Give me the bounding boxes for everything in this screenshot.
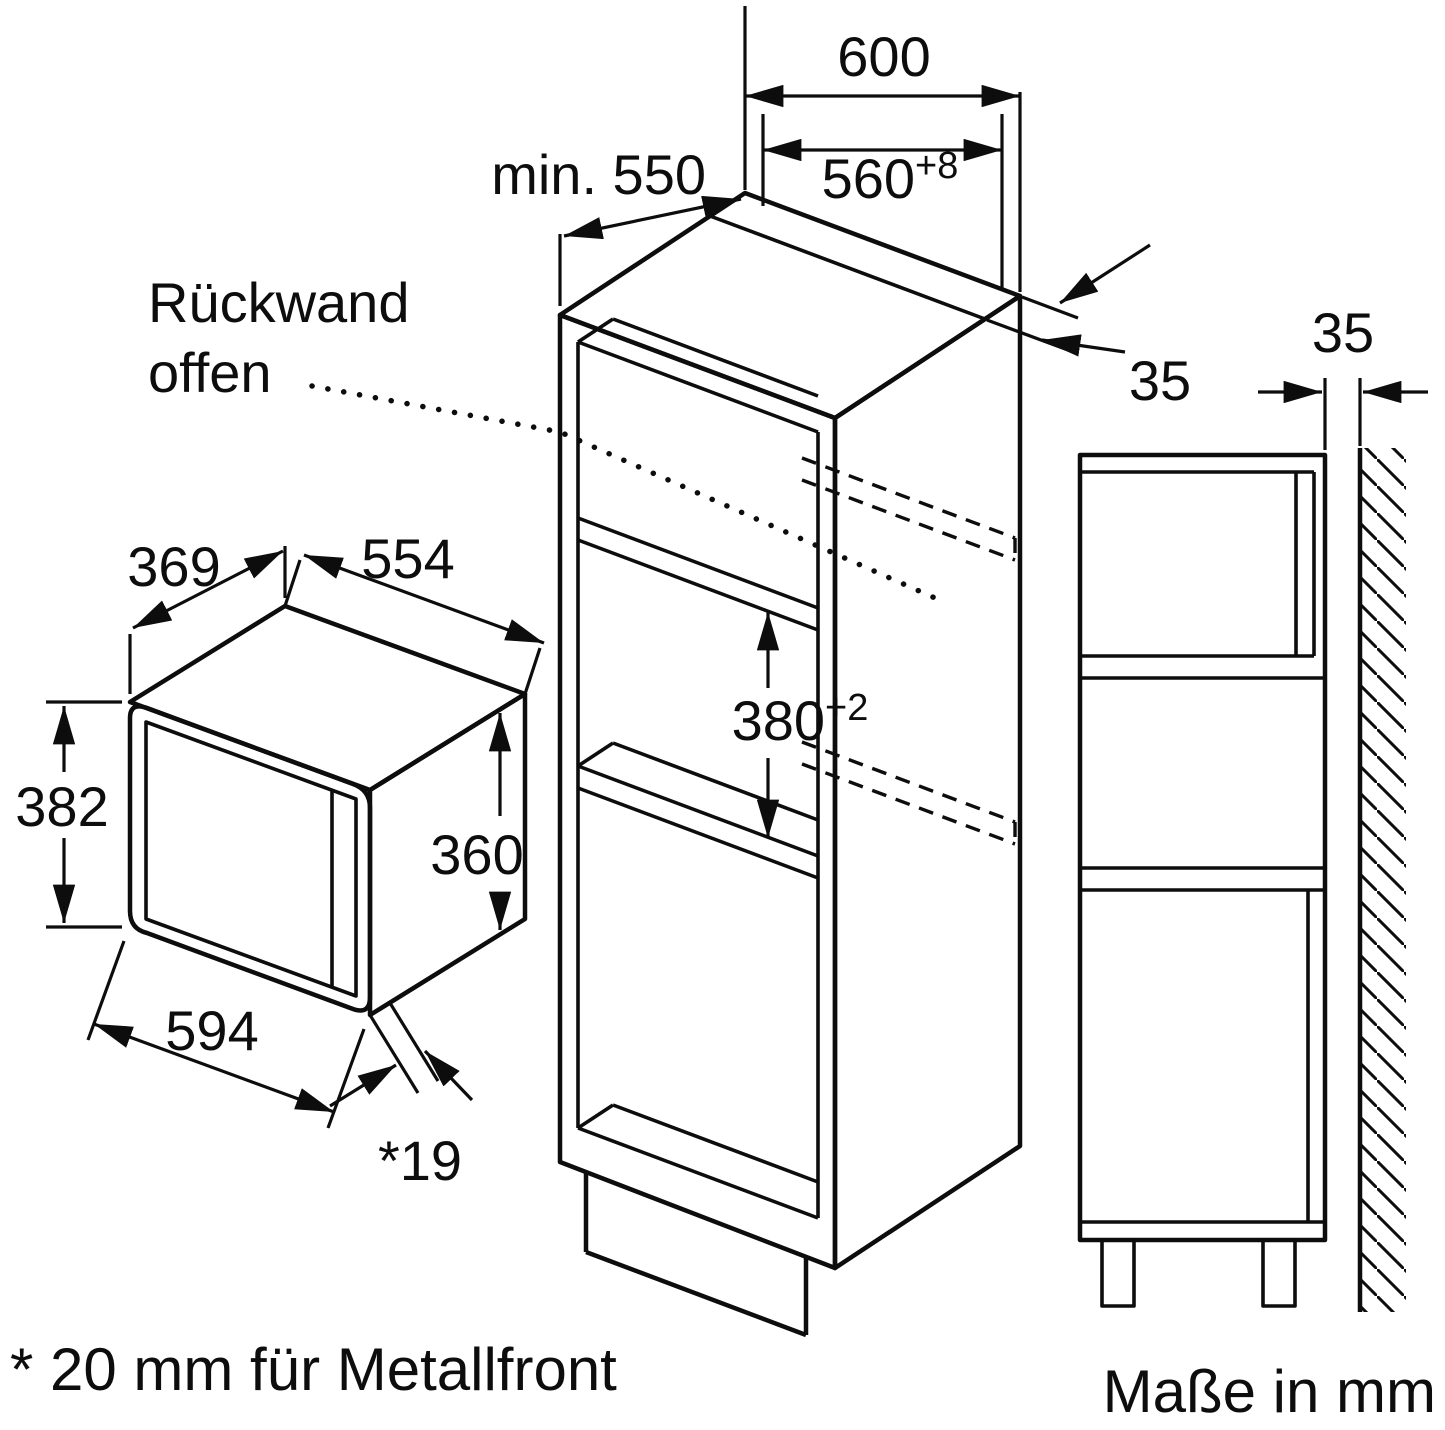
cabinet-isometric-view: Rückwand offen 600 min. 550 560+8 3: [148, 6, 1191, 1338]
cabinet-leg: [1100, 1238, 1136, 1308]
dim-oven-inner-height-360: 360: [430, 713, 524, 930]
interior-depth-edge: [577, 741, 614, 768]
back-open-note-line2: offen: [148, 341, 272, 404]
niche-height-value: 380: [732, 689, 825, 752]
hidden-edge: [801, 740, 1016, 824]
metal-front-footnote: * 20 mm für Metallfront: [10, 1336, 617, 1403]
dim-niche-width-560: 560+8: [761, 114, 1004, 290]
dim-niche-width-label: 560+8: [822, 145, 959, 210]
shelf-front-top: [577, 764, 819, 858]
niche-width-tolerance: +8: [915, 145, 958, 187]
top-rail-edge: [709, 214, 986, 321]
dimension-line: [563, 195, 742, 240]
ext-line: [86, 940, 126, 1041]
dim-cabinet-depth-min550: min. 550: [491, 143, 742, 306]
dim-oven-inner-height-label: 360: [430, 823, 523, 886]
interior-depth-edge: [577, 317, 614, 344]
ext-line: [523, 647, 542, 695]
interior-depth-edge: [577, 1103, 614, 1130]
leader-arrow: [1059, 243, 1151, 305]
dim-cabinet-width-600: 600: [743, 6, 1022, 292]
inner-top-edge: [577, 340, 819, 434]
plinth-edge: [585, 1249, 807, 1338]
dim-door-projection-label: *19: [378, 1129, 462, 1192]
cabinet-leg: [1261, 1238, 1297, 1308]
interior-floor-edge: [612, 741, 819, 822]
hidden-shelf-upper: [801, 456, 1017, 562]
ext-line: [368, 1014, 420, 1094]
cabinet-side-face: [832, 293, 1023, 1271]
ext-line: [283, 559, 302, 607]
leader-arrow: [1041, 334, 1126, 357]
dim-oven-depth-369: 369: [127, 535, 287, 694]
niche-height-tolerance: +2: [825, 687, 868, 729]
leader-arrow: [423, 1049, 474, 1102]
dim-cabinet-depth-label: min. 550: [491, 143, 706, 206]
back-panel-open-note: Rückwand offen: [148, 271, 938, 601]
ext-line: [1021, 295, 1079, 320]
dim-oven-width-594: 594: [86, 940, 366, 1129]
dim-oven-top-width-554: 554: [283, 527, 545, 695]
dim-niche-height-380: 380+2: [732, 612, 869, 838]
hidden-shelf-lower: [801, 740, 1017, 846]
leader-arrow: [329, 1063, 397, 1108]
wall-hatching: [1362, 448, 1406, 1312]
dim-wall-clearance-label: 35: [1312, 301, 1374, 364]
hidden-edge: [801, 478, 1016, 562]
ext-line: [986, 318, 1077, 355]
oven-front-face: [127, 704, 373, 1013]
dim-oven-depth-label: 369: [127, 535, 220, 598]
wall-section: [1357, 448, 1406, 1312]
dim-top-rail-label: 35: [1129, 349, 1191, 412]
interior-ceiling-edge: [612, 317, 819, 398]
dim-cabinet-width-label: 600: [837, 25, 930, 88]
dim-oven-height-label: 382: [15, 775, 108, 838]
shelf-front-bottom: [577, 538, 819, 632]
dimension-line: [303, 553, 545, 645]
oven-top-face: [127, 603, 528, 793]
cabinet-plinth: [583, 1172, 809, 1338]
back-open-note-line1: Rückwand: [148, 271, 409, 334]
niche-width-value: 560: [822, 147, 915, 210]
dim-wall-clearance-35: 35: [1258, 301, 1428, 450]
dim-top-rail-35: 35: [986, 243, 1191, 412]
hidden-edge: [801, 762, 1016, 846]
oven-isometric-view: 369 554 382 360 594: [15, 527, 545, 1192]
dimension-line: [93, 1022, 335, 1114]
oven-door-inner-frame: [144, 720, 358, 998]
shelf-front-top: [577, 516, 819, 610]
inner-bottom-edge: [577, 1126, 819, 1220]
side-view-outline: [1077, 452, 1328, 1243]
shelf-front-bottom: [577, 786, 819, 880]
dim-door-projection-19: *19: [329, 1002, 474, 1192]
dim-niche-height-label: 380+2: [732, 687, 869, 752]
hidden-edge: [801, 456, 1016, 540]
dimension-line: [132, 549, 284, 630]
dim-oven-height-382: 382: [15, 700, 122, 929]
dim-oven-width-label: 594: [165, 999, 258, 1062]
cabinet-side-view: 35: [1077, 301, 1428, 1312]
cabinet-front-face: [557, 312, 838, 1271]
dim-oven-top-width-label: 554: [361, 527, 454, 590]
interior-floor-edge: [612, 1103, 819, 1184]
ext-line: [388, 1002, 440, 1082]
units-note: Maße in mm: [1103, 1358, 1436, 1425]
